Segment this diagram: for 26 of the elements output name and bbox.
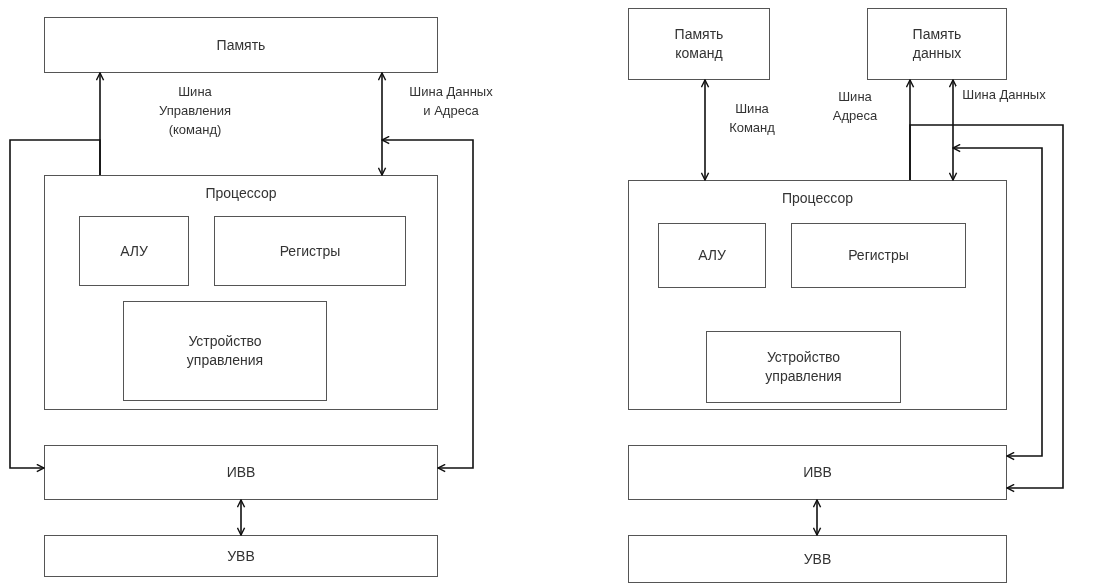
block-heading: Процессор [205,184,277,203]
block-box: Регистры [791,223,966,288]
bus-arrow [236,499,246,536]
block-box: Регистры [214,216,406,286]
block-heading: Процессор [782,189,853,208]
block-box: Память команд [628,8,770,80]
processor-box [44,175,438,410]
block-box: ИВВ [628,445,1007,500]
block-box: АЛУ [658,223,766,288]
block-box: Память [44,17,438,73]
bus-arrow [381,135,474,473]
processor-box [628,180,1007,410]
block-box: УВВ [628,535,1007,583]
block-box: УВВ [44,535,438,577]
bus-arrow [700,79,710,181]
block-box: Устройство управления [706,331,901,403]
block-box: АЛУ [79,216,189,286]
bus-arrow [952,143,1043,461]
block-box: Память данных [867,8,1007,80]
bus-arrow [909,124,1064,493]
block-box: ИВВ [44,445,438,500]
block-box: Устройство управления [123,301,327,401]
bus-arrow [948,79,958,181]
bus-arrow [9,139,101,473]
bus-arrow [377,72,387,176]
bus-arrow [812,499,822,536]
